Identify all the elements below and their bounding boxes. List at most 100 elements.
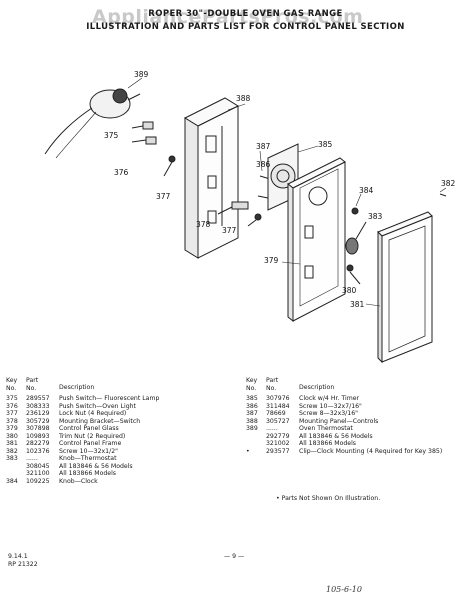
header-description: Description <box>59 384 95 391</box>
table-row: 378 305729 Mounting Bracket—Switch <box>6 418 236 426</box>
callout-381: 381 <box>350 300 365 309</box>
cell-part: ...... <box>26 455 38 462</box>
header-key-no: No. <box>246 384 257 392</box>
page-number: — 9 — <box>224 553 245 560</box>
cell-part: 305729 <box>26 417 50 425</box>
header-part-no: No. <box>26 384 37 392</box>
cell-desc: Push Switch—Oven Light <box>59 402 136 410</box>
callout-379: 379 <box>264 256 279 265</box>
push-switch-drawing <box>131 121 157 145</box>
cell-part: 321002 <box>266 440 290 447</box>
table-row: 389......Oven Thermostat <box>246 425 466 433</box>
cell-desc: Lock Nut (4 Required) <box>59 410 127 417</box>
header-description: Description <box>299 384 335 391</box>
cell-key <box>246 433 266 441</box>
table-row: 388 305727 Mounting Panel—Controls <box>246 418 466 426</box>
callout-376: 376 <box>114 168 129 177</box>
cell-desc: Screw 8—32x3/16" <box>299 410 358 417</box>
cell-desc: Screw 10—32x7/16" <box>299 402 362 410</box>
cell-part: 311484 <box>266 402 290 410</box>
cell-desc: Knob—Thermostat <box>59 455 117 462</box>
page-subtitle: ILLUSTRATION AND PARTS LIST FOR CONTROL … <box>86 22 405 32</box>
cell-key: 376 <box>6 402 18 410</box>
table-row: 381 282279 Control Panel Frame <box>6 440 236 448</box>
table-row: 387 78669 Screw 8—32x3/16" <box>246 410 466 418</box>
cell-part: 78669 <box>266 410 286 417</box>
callout-383: 383 <box>368 212 383 221</box>
cell-key: 387 <box>246 410 258 417</box>
callout-375: 375 <box>104 131 119 140</box>
cell-desc: Mounting Bracket—Switch <box>59 417 141 425</box>
callout-377: 377 <box>156 192 171 201</box>
cell-desc: Mounting Panel—Controls <box>299 417 379 425</box>
footnote: • Parts Not Shown On Illustration. <box>276 495 381 502</box>
cell-key: 378 <box>6 417 18 425</box>
cell-desc: All 183866 Models <box>59 470 117 477</box>
cell-part: 292779 <box>266 432 290 440</box>
cell-part: 305727 <box>266 417 290 425</box>
cell-desc: Control Panel Glass <box>59 425 119 432</box>
header-part-no: No. <box>266 384 277 392</box>
cell-key: 381 <box>6 440 18 447</box>
cell-key: 386 <box>246 402 258 410</box>
diagram-drawing <box>44 77 447 364</box>
cell-key: 382 <box>6 447 18 455</box>
cell-desc: Clock w/4 Hr. Timer <box>299 395 360 402</box>
cell-key <box>246 440 266 448</box>
cell-desc: Screw 10—32x1/2" <box>59 447 118 455</box>
cell-part: 321100 <box>26 470 50 477</box>
header-key: Key <box>6 377 18 384</box>
callout-388: 388 <box>236 94 251 103</box>
table-row: 379 307898 Control Panel Glass <box>6 425 236 433</box>
callout-384: 384 <box>359 186 374 195</box>
cell-key: 385 <box>246 395 258 402</box>
callout-386: 386 <box>256 160 271 169</box>
cell-desc: Clip—Clock Mounting (4 Required for Key … <box>299 447 443 455</box>
footer-code: RP 21322 <box>8 561 38 568</box>
cell-desc: Oven Thermostat <box>299 425 353 432</box>
callout-387: 387 <box>256 142 271 151</box>
cell-part: 102376 <box>26 447 50 455</box>
callout-377b: 377 <box>222 226 237 235</box>
cell-key: 380 <box>6 432 18 440</box>
callout-378: 378 <box>196 220 211 229</box>
cell-key <box>6 470 26 478</box>
exploded-parts-diagram: 389 388 375 376 377 387 385 386 378 377 … <box>0 36 471 376</box>
callout-389: 389 <box>134 70 149 79</box>
cell-key: 389 <box>246 425 258 432</box>
cell-part: 109893 <box>26 432 50 440</box>
cell-desc: Trim Nut (2 Required) <box>59 432 126 440</box>
cell-key: 388 <box>246 417 258 425</box>
cell-part: 289557 <box>26 395 50 402</box>
table-row: 308045 All 183846 & 56 Models <box>6 463 236 471</box>
table-row: 383......Knob—Thermostat <box>6 455 236 463</box>
table-row: 382 102376 Screw 10—32x1/2" <box>6 448 236 456</box>
control-panel-frame-drawing <box>377 211 433 364</box>
cell-key: 384 <box>6 477 18 485</box>
handwritten-note: 105-6-10 <box>326 585 362 594</box>
cell-key: 379 <box>6 425 18 432</box>
cell-desc: All 183846 & 56 Models <box>59 462 133 470</box>
thermostat-drawing <box>44 88 141 159</box>
cell-key <box>6 463 26 471</box>
watermark: AppliancePartsPros.com <box>92 6 364 28</box>
cell-desc: Control Panel Frame <box>59 440 122 447</box>
table-row: 380 109893 Trim Nut (2 Required) <box>6 433 236 441</box>
cell-desc: Push Switch— Fluorescent Lamp <box>59 395 160 402</box>
cell-part: 307898 <box>26 425 50 432</box>
cell-part: 282279 <box>26 440 50 447</box>
header-key-no: No. <box>6 384 17 392</box>
cell-part: 109225 <box>26 477 50 485</box>
cell-part: 308045 <box>26 462 50 470</box>
